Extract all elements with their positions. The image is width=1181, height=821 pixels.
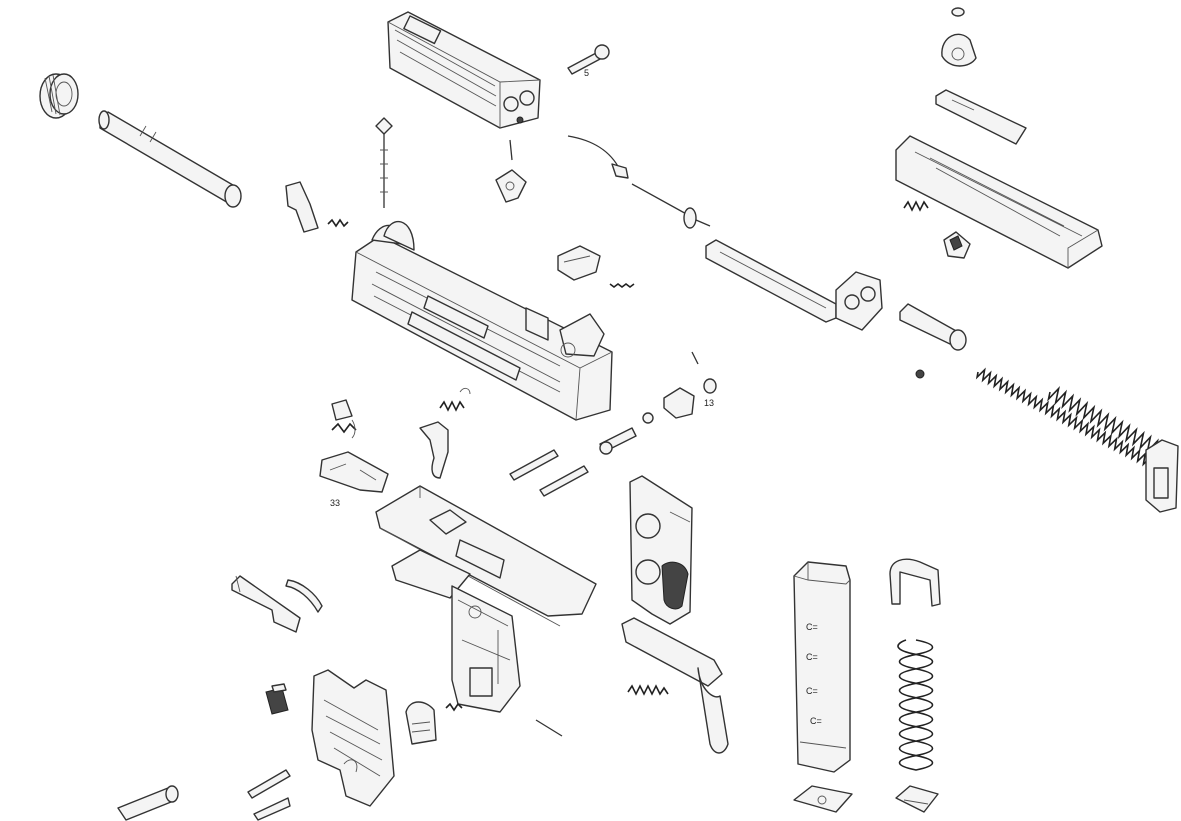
- pin-bottom: [535, 719, 563, 737]
- screw-top: 5: [567, 44, 610, 78]
- magazine-base: [793, 785, 853, 813]
- pins-center: [509, 449, 589, 497]
- mag-mark-4: C=: [810, 716, 822, 726]
- trigger-parts: [331, 387, 471, 479]
- safety-lever: [405, 701, 463, 745]
- barrel: [98, 110, 242, 208]
- top-cover: [387, 11, 541, 129]
- small-spring-right: [903, 200, 929, 212]
- selector-parts: 13: [599, 351, 717, 455]
- grip-safety: 33: [319, 451, 389, 508]
- firing-pin: [567, 135, 711, 229]
- grip-panel-left: [311, 669, 395, 807]
- label-33: 33: [330, 498, 340, 508]
- grip-screws: [117, 769, 291, 821]
- magazine-spring: [897, 639, 934, 771]
- receiver-cover-right: [895, 135, 1103, 269]
- magazine-plate: [895, 785, 939, 813]
- barrel-nut: [39, 73, 79, 119]
- lower-frame: [375, 485, 597, 713]
- ejector-block: [557, 245, 601, 281]
- mag-mark-3: C=: [806, 686, 818, 696]
- receiver: [351, 220, 613, 421]
- dowel: [509, 139, 513, 161]
- cocking-handle: [495, 169, 527, 203]
- small-block: [943, 231, 971, 259]
- pin-middle: [609, 283, 635, 288]
- magazine-follower: [889, 558, 941, 607]
- lever-right: [621, 617, 729, 754]
- trigger-bar: [231, 575, 323, 633]
- guide-rod: [899, 303, 967, 379]
- grip-panel-right: [629, 475, 693, 625]
- rear-sight: [941, 7, 977, 67]
- sight-plate: [935, 89, 1027, 145]
- pin-assembly-upper: [375, 117, 393, 208]
- label-5: 5: [584, 68, 589, 78]
- magazine-release: [265, 683, 289, 715]
- magazine-body: C= C= C= C=: [793, 561, 851, 773]
- bolt: [705, 239, 883, 331]
- mag-mark-2: C=: [806, 652, 818, 662]
- recoil-spring: [975, 367, 1179, 513]
- label-13: 13: [704, 398, 714, 408]
- mag-mark-1: C=: [806, 622, 818, 632]
- extractor: [285, 181, 349, 233]
